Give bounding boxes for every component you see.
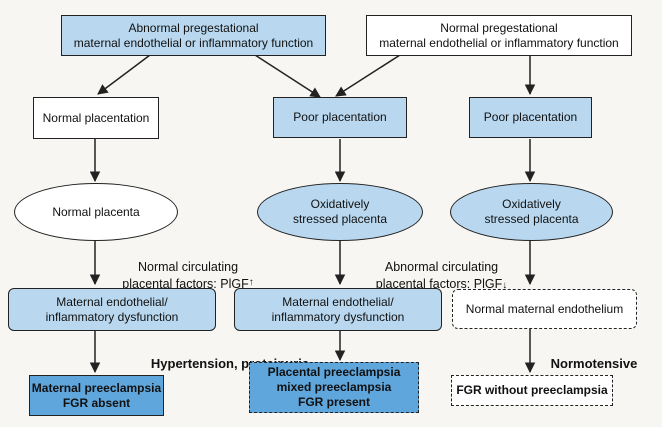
stressed-placenta-mid-text: Oxidatively stressed placenta: [292, 197, 388, 226]
poor-placentation-right-box: Poor placentation: [469, 97, 592, 138]
dysfunction-left-text: Maternal endothelial/ inflammatory dysfu…: [45, 294, 179, 324]
normotensive-label: Normotensive: [544, 339, 644, 373]
dysfunction-mid-box: Maternal endothelial/ inflammatory dysfu…: [234, 288, 442, 331]
normal-placenta-ellipse: Normal placenta: [14, 183, 178, 241]
arrow-abnormal-to-poor-placentation: [254, 54, 321, 98]
dysfunction-left-box: Maternal endothelial/ inflammatory dysfu…: [8, 288, 216, 331]
normal-placentation-box: Normal placentation: [33, 97, 159, 139]
outcome-mid-text: Placental preeclampsia mixed preeclampsi…: [267, 365, 401, 409]
arrow-up-icon: ↑: [248, 276, 254, 288]
stressed-placenta-right-text: Oxidatively stressed placenta: [484, 197, 579, 226]
outcome-left-text: Maternal preeclampsia FGR absent: [31, 380, 162, 410]
maternal-preeclampsia-box: Maternal preeclampsia FGR absent: [29, 375, 164, 416]
normal-placentation-text: Normal placentation: [42, 110, 150, 125]
poor-placentation-mid-box: Poor placentation: [273, 97, 407, 138]
normal-factors-label: Normal circulating placental factors: Pl…: [118, 243, 258, 292]
dysfunction-mid-text: Maternal endothelial/ inflammatory dysfu…: [271, 294, 405, 324]
abnormal-pregestational-function-box: Abnormal pregestational maternal endothe…: [61, 15, 326, 56]
normal-endothelium-box: Normal maternal endothelium: [452, 289, 637, 329]
poor-placentation-mid-text: Poor placentation: [293, 110, 387, 124]
placental-preeclampsia-box: Placental preeclampsia mixed preeclampsi…: [249, 362, 419, 413]
normal-factors-text: Normal circulating placental factors: Pl…: [122, 260, 249, 291]
normal-pregestational-function-box: Normal pregestational maternal endotheli…: [366, 15, 632, 56]
arrow-abnormal-to-normal-placentation: [97, 54, 151, 95]
stressed-placenta-mid-ellipse: Oxidatively stressed placenta: [257, 183, 423, 241]
arrow-down-icon: ↓: [502, 279, 508, 291]
abnormal-factors-text: Abnormal circulating placental factors: …: [375, 260, 503, 291]
normal-function-text: Normal pregestational maternal endotheli…: [379, 20, 619, 50]
normotensive-text: Normotensive: [550, 355, 638, 371]
fgr-without-preeclampsia-box: FGR without preeclampsia: [451, 375, 613, 406]
abnormal-function-text: Abnormal pregestational maternal endothe…: [73, 20, 314, 50]
normal-placenta-text: Normal placenta: [52, 204, 140, 219]
abnormal-factors-label: Abnormal circulating placental factors: …: [364, 243, 519, 292]
normal-endothelium-text: Normal maternal endothelium: [465, 301, 624, 316]
poor-placentation-right-text: Poor placentation: [483, 110, 578, 124]
arrow-normal-to-poor-placentation-mid: [335, 54, 401, 97]
outcome-right-text: FGR without preeclampsia: [456, 383, 608, 397]
stressed-placenta-right-ellipse: Oxidatively stressed placenta: [450, 183, 613, 241]
